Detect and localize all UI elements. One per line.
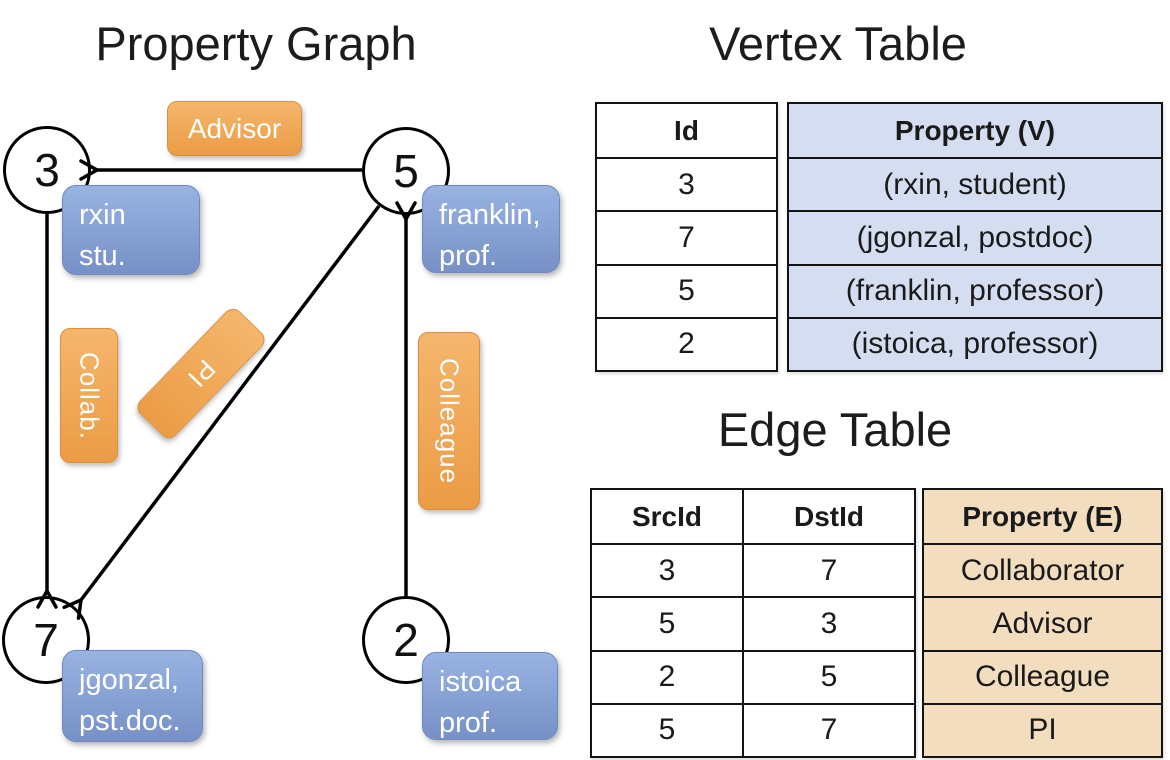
vertex-table-property-header: Property (V): [894, 114, 1056, 146]
edge-table-property-header: Property (E): [962, 500, 1123, 532]
vertex-table-id-column: Id 3 7 5 2: [595, 102, 778, 372]
edge-table-dst-cell: 7: [742, 702, 914, 756]
vertex-table-id-header: Id: [674, 114, 699, 146]
vertex-box-istoica-line1: istoica: [439, 666, 522, 698]
edge-table-src-cell: 5: [592, 702, 742, 756]
edge-table-title: Edge Table: [717, 403, 953, 456]
edge-label-colleague-text: Colleague: [434, 357, 465, 485]
vertex-table-id-row: 2: [597, 316, 776, 370]
vertex-box-rxin-line2: stu.: [79, 240, 126, 273]
edge-table-src-cell: 3: [592, 543, 742, 596]
vertex-box-franklin-line1: franklin,: [439, 199, 541, 231]
vertex-table-id-row: 3: [597, 157, 776, 210]
edge-label-collab: Collab.: [60, 328, 118, 463]
node-5-label: 5: [393, 145, 419, 197]
edge-table-property-cell: Colleague: [924, 649, 1161, 703]
edge-table-src-cell: 2: [592, 649, 742, 703]
edge-table-property-cell: Collaborator: [924, 543, 1161, 596]
node-2-label: 2: [393, 614, 419, 666]
edge-table-src-cell: 5: [592, 596, 742, 649]
edge-table-property-cell: PI: [924, 702, 1161, 756]
edge-label-collab-text: Collab.: [74, 351, 105, 440]
graph-node-3: 3: [3, 126, 91, 214]
edge-label-colleague: Colleague: [418, 332, 480, 510]
property-graph-title: Property Graph: [95, 17, 417, 70]
node-3-label: 3: [34, 144, 60, 196]
edge-table-property-column: Property (E) Collaborator Advisor Collea…: [922, 488, 1163, 758]
vertex-box-istoica: istoica prof.: [422, 652, 558, 740]
edge-table-id-columns: SrcId DstId 3 7 5 3 2 5 5 7: [590, 488, 916, 758]
edge-table-dst-header: DstId: [742, 490, 914, 544]
edge-table-dst-cell: 5: [742, 649, 914, 703]
edge-label-advisor-text: Advisor: [187, 112, 282, 144]
vertex-table-property-row: (rxin, student): [789, 157, 1161, 210]
edge-table-dst-cell: 7: [742, 543, 914, 597]
vertex-table-property-row: (istoica, professor): [789, 316, 1161, 370]
vertex-table-property-row: (franklin, professor): [789, 263, 1161, 317]
edge-table-property-cell: Advisor: [924, 596, 1161, 649]
vertex-box-rxin: rxin stu.: [62, 185, 200, 275]
edge-label-advisor: Advisor: [167, 101, 302, 156]
vertex-table-title: Vertex Table: [709, 17, 967, 70]
edge-table-dst-cell: 3: [742, 596, 914, 650]
vertex-table-property-row: (jgonzal, postdoc): [789, 210, 1161, 263]
vertex-box-jgonzal-line2: pst.doc.: [79, 705, 181, 738]
vertex-table-property-column: Property (V) (rxin, student) (jgonzal, p…: [787, 102, 1163, 372]
vertex-box-rxin-line1: rxin: [79, 199, 126, 231]
vertex-box-istoica-line2: prof.: [439, 707, 498, 740]
vertex-box-franklin-line2: prof.: [439, 240, 498, 273]
edge-label-pi: PI: [133, 304, 269, 443]
node-7-label: 7: [33, 614, 59, 666]
vertex-table-id-row: 7: [597, 210, 776, 263]
vertex-box-franklin: franklin, prof.: [422, 185, 560, 273]
vertex-box-jgonzal: jgonzal, pst.doc.: [62, 650, 203, 742]
edge-table-src-header: SrcId: [631, 500, 703, 532]
vertex-box-jgonzal-line1: jgonzal,: [79, 664, 179, 696]
edge-label-pi-text: PI: [181, 353, 222, 394]
vertex-table-id-row: 5: [597, 263, 776, 317]
